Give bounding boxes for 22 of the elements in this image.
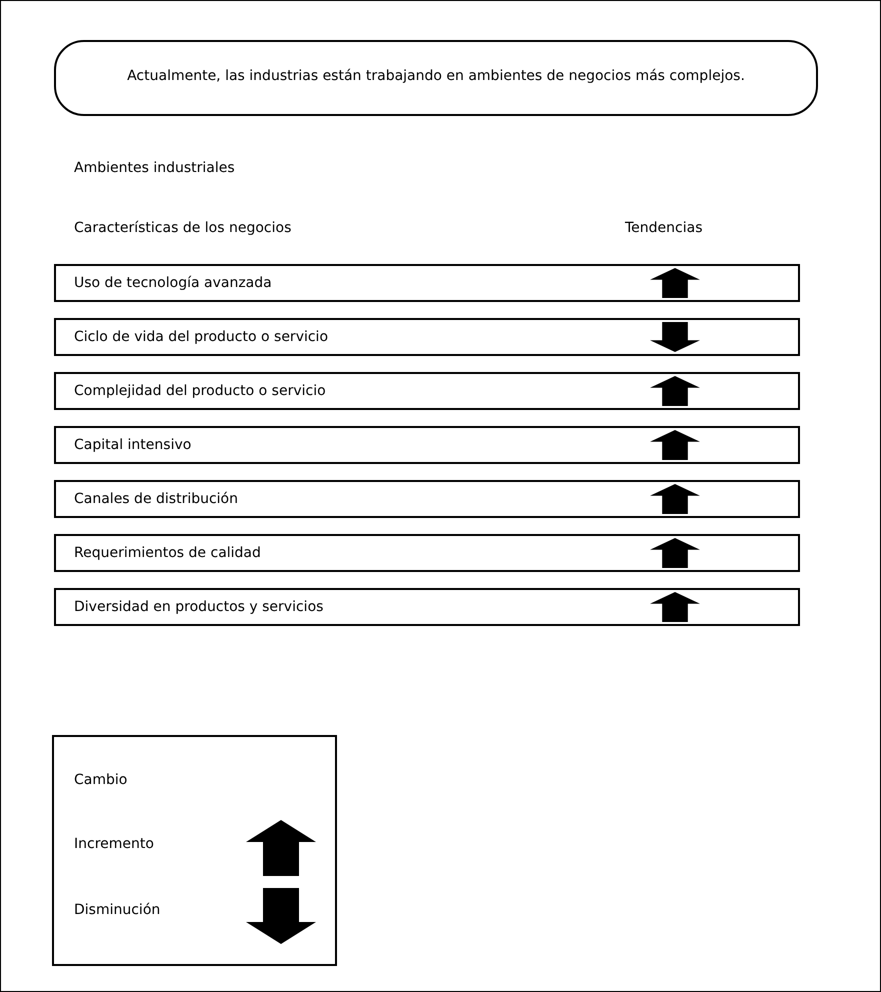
row-box (54, 426, 800, 464)
column-heading: Características de los negocios (74, 220, 292, 236)
row-box (54, 480, 800, 518)
legend-label: Incremento (74, 836, 154, 852)
section-heading: Ambientes industriales (74, 160, 235, 176)
legend-label: Disminución (74, 902, 160, 918)
rounded-box (54, 40, 818, 116)
column-heading: Tendencias (625, 220, 702, 236)
row-label: Capital intensivo (74, 437, 192, 453)
row-label: Uso de tecnología avanzada (74, 275, 272, 291)
row-label: Canales de distribución (74, 491, 238, 507)
statement-text: Actualmente, las industrias están trabajando en ambientes de negocios más complejos. (126, 68, 746, 84)
row-box (54, 372, 800, 410)
row-label: Ciclo de vida del producto o servicio (74, 329, 328, 345)
row-label: Complejidad del producto o servicio (74, 383, 326, 399)
row-box (54, 264, 800, 302)
row-box (54, 534, 800, 572)
legend-heading: Cambio (74, 772, 128, 788)
row-box (54, 588, 800, 626)
row-label: Requerimientos de calidad (74, 545, 261, 561)
row-box (54, 318, 800, 356)
row-label: Diversidad en productos y servicios (74, 599, 324, 615)
